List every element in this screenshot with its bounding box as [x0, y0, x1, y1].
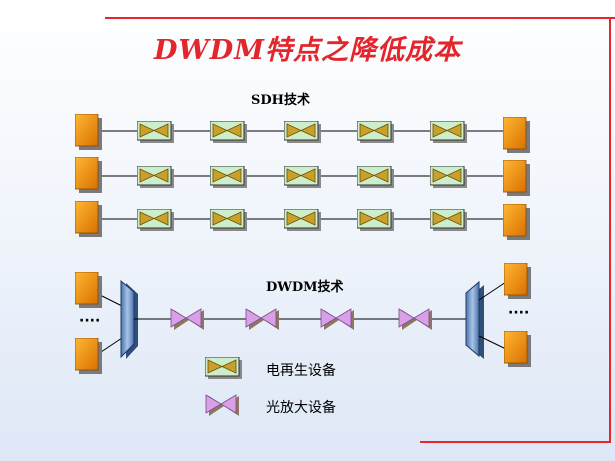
top-accent-line	[105, 17, 615, 19]
multiplexer-icon	[120, 279, 135, 359]
regenerator-icon	[210, 209, 247, 231]
terminal-icon	[504, 263, 531, 299]
terminal-icon	[75, 201, 102, 237]
amplifier-icon	[398, 308, 433, 331]
regenerator-icon	[210, 121, 247, 143]
terminal-icon	[503, 204, 530, 240]
dwdm-label: DWDM技术	[266, 280, 344, 295]
regenerator-icon	[430, 209, 467, 231]
bottom-accent-line	[420, 441, 611, 443]
dwdm-row	[75, 263, 531, 374]
amplifier-icon	[320, 308, 355, 331]
legend-regenerator-label: 电再生设备	[266, 363, 336, 379]
legend-amplifier-label: 光放大设备	[266, 400, 336, 416]
regenerator-icon	[284, 121, 321, 143]
terminal-icon	[504, 331, 531, 367]
sdh-row-1	[75, 114, 530, 153]
terminal-icon	[75, 272, 102, 308]
regenerator-icon	[210, 166, 247, 188]
right-accent-line	[609, 17, 611, 443]
regenerator-icon	[137, 166, 174, 188]
legend-amplifier-icon	[205, 394, 240, 417]
slide-title: DWDM特点之降低成本	[153, 35, 462, 66]
terminal-icon	[75, 338, 102, 374]
regenerator-icon	[357, 166, 394, 188]
regenerator-icon	[137, 209, 174, 231]
ellipsis-right: ····	[508, 305, 530, 321]
sdh-label: SDH技术	[251, 93, 310, 108]
terminal-icon	[75, 114, 102, 150]
regenerator-icon	[357, 209, 394, 231]
sdh-row-3	[75, 201, 530, 240]
regenerator-icon	[284, 166, 321, 188]
regenerator-icon	[357, 121, 394, 143]
terminal-icon	[503, 117, 530, 153]
amplifier-icon	[170, 308, 205, 331]
ellipsis-left: ····	[79, 313, 101, 329]
demultiplexer-icon	[465, 280, 480, 358]
legend-regenerator-icon	[205, 357, 242, 379]
terminal-icon	[75, 157, 102, 193]
regenerator-icon	[284, 209, 321, 231]
regenerator-icon	[137, 121, 174, 143]
amplifier-icon	[245, 308, 280, 331]
regenerator-icon	[430, 166, 467, 188]
regenerator-icon	[430, 121, 467, 143]
terminal-icon	[503, 160, 530, 196]
sdh-row-2	[75, 157, 530, 196]
